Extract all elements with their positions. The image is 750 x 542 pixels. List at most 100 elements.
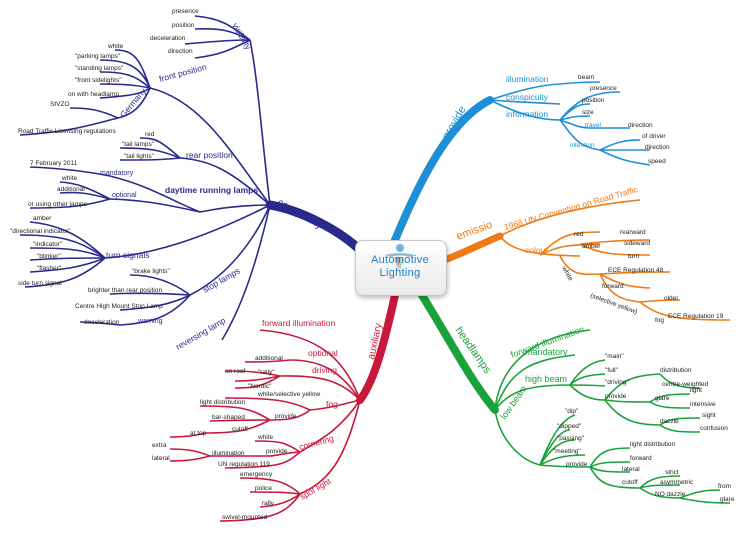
colour-older-label: older bbox=[664, 295, 679, 302]
fog-provide-item-distribution: light distribution bbox=[200, 399, 246, 406]
trunk-auxiliary bbox=[356, 291, 399, 404]
information-item-presence: presence bbox=[590, 85, 617, 92]
front-position-item-standing: "standing lamps" bbox=[75, 65, 124, 72]
cornering-item-white: white bbox=[257, 434, 274, 441]
drl-mandatory-label: mandatory bbox=[100, 170, 134, 177]
no-dazzle-item-from: from bbox=[718, 483, 731, 490]
distribution-label: distribution bbox=[660, 367, 692, 374]
optional-item-additional: additional bbox=[255, 355, 283, 362]
no-dazzle-item-glare: glare bbox=[720, 496, 735, 503]
fog-provide-label: provide bbox=[275, 413, 297, 420]
low-beam-item-dipped: "dipped" bbox=[557, 423, 582, 430]
information-item-size: size bbox=[582, 109, 594, 116]
spot-light-item-swivel: swivel-mounted bbox=[222, 514, 268, 521]
central-title: Automotive Lighting bbox=[355, 254, 445, 280]
cornering-illumination-item-extra: extra bbox=[152, 442, 167, 449]
drl-optional-item-other: or using other lamps bbox=[28, 201, 88, 208]
turn-signals-label: turn signals bbox=[106, 250, 149, 260]
low-beam-item-dip: "dip" bbox=[565, 408, 579, 415]
central-title-line2: Lighting bbox=[379, 267, 421, 279]
low-beam-provide-label: provide bbox=[566, 461, 588, 468]
low-beam-provide-item-distribution: light distribution bbox=[630, 441, 676, 448]
reversing-lamp-label: reversing lamp bbox=[174, 315, 228, 352]
headlamp-figure-icon bbox=[385, 244, 415, 271]
stop-lamps-label: stop lamps bbox=[201, 266, 242, 295]
turn-signals-item-amber: amber bbox=[33, 215, 52, 222]
rear-position-item-red: red bbox=[145, 131, 155, 138]
high-beam-provide-label: provide bbox=[605, 393, 627, 400]
fog-provide-item-cutoff: cutoff bbox=[232, 426, 248, 433]
visibility-item-direction: direction bbox=[168, 48, 193, 55]
drl-optional-item-additional: additional bbox=[57, 186, 85, 193]
front-position-item-white: white bbox=[107, 43, 124, 50]
rear-position-item-tail-lights: "tail lights" bbox=[124, 153, 155, 160]
colour-red-item-rearward: rearward bbox=[620, 229, 646, 236]
low-beam-label: low beam bbox=[498, 384, 528, 421]
colour-white-item-forward: forward bbox=[602, 283, 624, 290]
visibility-item-presence: presence bbox=[172, 8, 199, 15]
distribution-item-centre: centre-weighted bbox=[662, 381, 709, 388]
germany-item-regulations: Road Traffic Licensing regulations bbox=[18, 128, 117, 135]
aux-cornering-label: cornering bbox=[298, 433, 335, 452]
turn-signals-item-indicator: "indicator" bbox=[33, 241, 63, 248]
drl-label: daytime running lamps bbox=[165, 185, 258, 195]
spot-light-item-police: police bbox=[255, 485, 272, 492]
intention-item-speed: speed bbox=[648, 158, 666, 165]
cutoff-item-asymmetric: asymmetric bbox=[660, 479, 694, 486]
low-beam-provide-item-lateral: lateral bbox=[622, 466, 640, 473]
rear-position-label: rear position bbox=[186, 150, 233, 160]
cornering-illumination-item-lateral: lateral bbox=[152, 455, 170, 462]
driving-item-nordic: "Nordic" bbox=[248, 383, 272, 390]
drl-mandatory-item-date: 7 February 2011 bbox=[30, 160, 78, 167]
information-item-position: position bbox=[582, 97, 605, 104]
front-position-item-sidelights: "front sidelights" bbox=[75, 77, 122, 84]
high-beam-label: high beam bbox=[525, 374, 567, 384]
spot-light-item-emergency: emergency bbox=[240, 471, 273, 478]
glare-item-light: light bbox=[690, 387, 702, 394]
spot-light-item-rally: rally bbox=[262, 500, 275, 507]
colour-red-label: red bbox=[574, 231, 584, 238]
trunk-headlamps bbox=[416, 288, 499, 414]
conspicuity-label: conspicuity bbox=[276, 197, 324, 231]
aux-optional-label: optional bbox=[308, 348, 338, 358]
drl-optional-label: optional bbox=[112, 192, 137, 199]
mandatory-label: mandatory bbox=[525, 347, 568, 357]
illumination-item-beam: beam bbox=[578, 74, 594, 81]
stop-lamps-warning-label: warning bbox=[137, 318, 163, 325]
trunk-provide bbox=[391, 96, 494, 244]
high-beam-item-full: "full" bbox=[605, 367, 619, 374]
turn-signals-item-side: side turn signal bbox=[18, 280, 62, 287]
intention-label: intention bbox=[570, 142, 595, 149]
turn-signals-item-blinker: "blinker" bbox=[37, 253, 61, 260]
colour-amber-label: amber bbox=[582, 243, 601, 250]
dazzle-label: dazzle bbox=[660, 418, 679, 425]
no-dazzle-label: NO dazzle bbox=[655, 491, 686, 498]
colour-white-item-selective-yellow: (selective yellow) bbox=[589, 292, 638, 316]
central-title-line1: Automotive bbox=[370, 254, 430, 266]
drl-optional-item-white: white bbox=[61, 175, 78, 182]
aux-spot-light-label: spot light bbox=[298, 476, 333, 502]
cornering-provide-label: provide bbox=[266, 448, 288, 455]
driving-item-roof: on roof bbox=[225, 368, 245, 375]
illumination-label: illumination bbox=[506, 74, 549, 84]
aux-driving-label: driving bbox=[312, 365, 337, 375]
stop-lamps-item-brighter: brighter than rear position bbox=[88, 287, 162, 294]
intention-item-direction: direction bbox=[645, 144, 670, 151]
provide-conspicuity-label: conspicuity bbox=[506, 92, 549, 102]
glare-item-intensive: intensive bbox=[690, 401, 716, 408]
fog-provide-item-bar: bar-shaped bbox=[212, 414, 245, 421]
trunk-conspicuity bbox=[265, 200, 367, 257]
fog-provide-item-top: at top bbox=[190, 430, 207, 437]
visibility-item-deceleration: deceleration bbox=[150, 35, 186, 42]
trunk-emission bbox=[436, 232, 504, 266]
dazzle-item-confusion: confusion bbox=[700, 425, 728, 432]
colour-fog-item-ece19: ECE Regulation 19 bbox=[668, 313, 724, 320]
front-position-item-parking: "parking lamps" bbox=[75, 53, 121, 60]
stop-lamps-item-brake: "brake lights" bbox=[132, 268, 171, 275]
cornering-illumination-label: illumination bbox=[212, 450, 245, 457]
stop-lamps-warning-item-deceleration: deceleration bbox=[84, 319, 120, 326]
turn-signals-item-directional: "directional indicator" bbox=[10, 228, 71, 235]
turn-signals-item-flasher: "flasher" bbox=[37, 265, 62, 272]
colour-label: colour bbox=[525, 245, 548, 255]
high-beam-item-driving: "driving" bbox=[605, 379, 629, 386]
